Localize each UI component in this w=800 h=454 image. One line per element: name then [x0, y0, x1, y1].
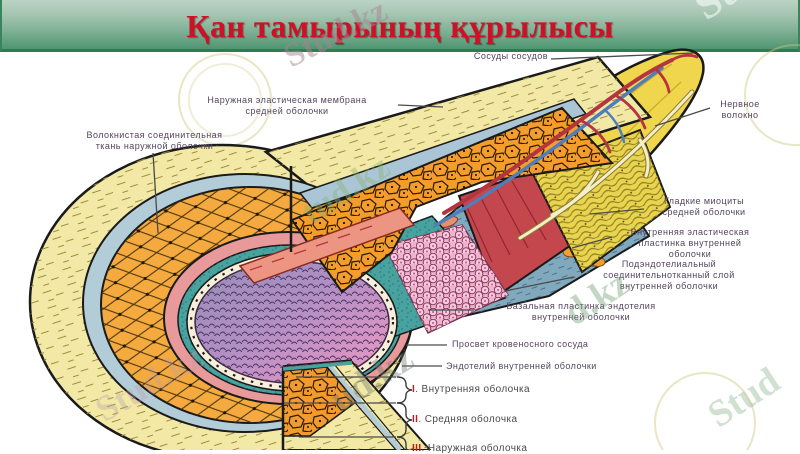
brand-watermark-text: Stud.kz — [88, 336, 210, 430]
legend-braces — [396, 376, 413, 450]
leader-lines — [152, 52, 711, 438]
slide-header-band — [0, 0, 800, 52]
vasa-vasorum-and-nerve — [434, 53, 699, 241]
brand-watermark-text: d.kz — [556, 261, 637, 335]
brand-watermark-text: Stud — [700, 359, 788, 437]
brand-watermark-text: Stud.kz — [686, 0, 800, 30]
bottom-cut-wedge — [281, 359, 432, 450]
brand-watermark-text: Stud.kz — [278, 0, 394, 75]
subendothelial-honeycomb — [383, 224, 510, 334]
page-title: Қан тамырының құрылысы — [186, 8, 614, 44]
brand-watermark-text: tud.kz — [293, 145, 397, 233]
brand-watermark-text: ud.kz — [322, 337, 421, 421]
